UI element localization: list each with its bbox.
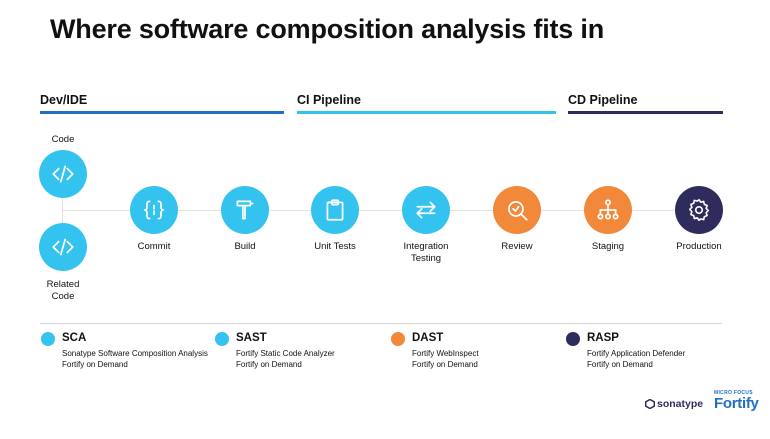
stage-label-review: Review xyxy=(501,241,533,252)
stage-label-staging: Staging xyxy=(591,241,625,252)
legend-divider xyxy=(40,323,722,324)
stage-production xyxy=(675,186,723,234)
stage-commit xyxy=(130,186,178,234)
phase-label-ci-pipeline: CI Pipeline xyxy=(297,93,361,107)
legend-dot-sca xyxy=(41,332,55,346)
stage-staging xyxy=(584,186,632,234)
legend-dot-sast xyxy=(215,332,229,346)
stage-label-commit: Commit xyxy=(137,241,171,252)
legend-title-dast: DAST xyxy=(412,332,444,344)
phase-label-dev-ide: Dev/IDE xyxy=(40,93,88,107)
pipeline-connector-line xyxy=(63,210,719,211)
legend-line: Fortify on Demand xyxy=(412,360,478,369)
fortify-wordmark: Fortify xyxy=(714,395,759,412)
fortify-logo: MICRO FOCUS Fortify xyxy=(714,390,766,412)
stage-integration-testing xyxy=(402,186,450,234)
legend-line: Fortify on Demand xyxy=(236,360,302,369)
hierarchy-icon xyxy=(597,199,619,220)
legend-title-rasp: RASP xyxy=(587,332,619,344)
clipboard-icon xyxy=(326,199,344,221)
legend-line: Fortify Static Code Analyzer xyxy=(236,349,335,358)
page-title: Where software composition analysis fits… xyxy=(50,14,605,44)
stage-label-integration-testing: Integration Testing xyxy=(403,241,449,264)
sonatype-logo: sonatype xyxy=(645,398,703,410)
stage-label-production: Production xyxy=(676,241,722,252)
legend-dot-dast xyxy=(391,332,405,346)
legend-line: Sonatype Software Composition Analysis xyxy=(62,349,208,358)
stage-code xyxy=(39,150,87,198)
legend-line: Fortify Application Defender xyxy=(587,349,686,358)
stage-related-code xyxy=(39,223,87,271)
gear-icon xyxy=(688,198,710,222)
code-icon xyxy=(52,238,74,256)
sonatype-wordmark: sonatype xyxy=(657,398,704,410)
stage-label-code: Code xyxy=(51,134,75,145)
phase-bar-cd-pipeline xyxy=(568,111,723,114)
stage-unit-tests xyxy=(311,186,359,234)
legend-line: Fortify WebInspect xyxy=(412,349,479,358)
code-icon xyxy=(52,165,74,183)
sonatype-mark-icon xyxy=(645,399,655,409)
stage-label-related-code: Related Code xyxy=(46,279,80,302)
dev-connector-line xyxy=(62,178,63,248)
phase-bar-dev-ide xyxy=(40,111,284,114)
magnifier-icon xyxy=(508,201,528,221)
stage-build xyxy=(221,186,269,234)
stage-label-build: Build xyxy=(234,241,256,252)
micro-focus-wordmark: MICRO FOCUS xyxy=(714,390,753,396)
phase-bar-ci-pipeline xyxy=(297,111,556,114)
legend-dot-rasp xyxy=(566,332,580,346)
stage-review xyxy=(493,186,541,234)
legend-line: Fortify on Demand xyxy=(587,360,653,369)
legend-title-sast: SAST xyxy=(236,332,267,344)
stage-label-unit-tests: Unit Tests xyxy=(314,241,356,252)
legend-line: Fortify on Demand xyxy=(62,360,128,369)
braces-icon xyxy=(143,200,165,220)
phase-label-cd-pipeline: CD Pipeline xyxy=(568,93,638,107)
hammer-icon xyxy=(236,200,254,220)
legend-title-sca: SCA xyxy=(62,332,87,344)
arrows-icon xyxy=(416,201,436,219)
